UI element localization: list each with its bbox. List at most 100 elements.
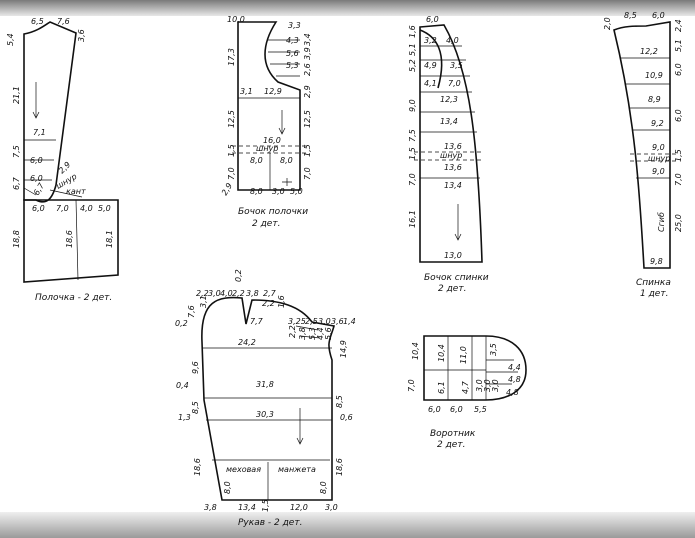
piece-spinka: 8,5 6,0 2,0 2,4 12,2 5,1 10,9 6,0 8,9 9,… (603, 11, 683, 299)
dim-v14: 6,0 (428, 405, 441, 414)
dim-s19: 13,4 (444, 181, 462, 190)
dim-v8: 4,4 (508, 363, 521, 372)
dim-r28: 31,8 (256, 380, 274, 389)
caption-vorotnik-1: Воротник (430, 429, 476, 439)
dim-k12: 9,0 (652, 143, 665, 152)
dim-r9: 3,1 (199, 295, 208, 308)
dim-b18: 8,0 (280, 156, 293, 165)
dim-b10: 3,1 (240, 87, 253, 96)
caption-bochok-spinki-2: 2 дет. (438, 284, 466, 294)
dim-b23: 8,0 (250, 187, 263, 196)
dim-b12: 2,9 (303, 85, 312, 98)
caption-bochok-polochki-2: 2 дет. (252, 219, 280, 229)
dim-k9: 8,9 (648, 95, 661, 104)
dim-k6: 5,1 (674, 39, 683, 52)
dim-v7: 3,0 (491, 379, 500, 392)
dim-r14: 3,25 (288, 317, 306, 326)
dim-r24: 24,2 (238, 338, 256, 347)
piece-rukav: 2,2 3,0 4,0 2,2 3,8 2,7 0,2 7,6 3,1 2,2 … (175, 269, 356, 528)
caption-bochok-polochki-1: Бочок полочки (238, 207, 308, 217)
dim-b5: 5,3 (286, 61, 299, 70)
dim-s7: 4,9 (424, 61, 437, 70)
dim-s2: 3,2 (424, 36, 437, 45)
dim-k2: 6,0 (652, 11, 665, 20)
dim-r6: 2,7 (263, 289, 277, 298)
dim-k8: 6,0 (674, 63, 683, 76)
caption-spinka-2: 1 дет. (640, 289, 668, 299)
dim-p13: 6,0 (32, 204, 45, 213)
dim-v3: 11,0 (459, 346, 468, 364)
caption-spinka-1: Спинка (636, 278, 671, 288)
dim-k1: 8,5 (624, 11, 637, 20)
dim-s11: 12,3 (440, 95, 458, 104)
dim-r10: 2,2 (262, 299, 275, 308)
dim-b15: 16,0 (263, 136, 281, 145)
dim-b2: 3,3 (288, 21, 301, 30)
dim-p1: 6,5 (31, 17, 44, 26)
dim-r35: 18,6 (335, 458, 344, 476)
dim-r32: 8,5 (335, 395, 344, 408)
dim-s18: 7,0 (408, 173, 417, 186)
dim-b3: 4,3 (286, 36, 299, 45)
dim-s16: 1,5 (408, 147, 417, 160)
dim-r33: 0,6 (340, 413, 353, 422)
dim-b1: 10,0 (227, 15, 245, 24)
dim-s4: 1,6 (408, 25, 417, 38)
dim-k13: 1,5 (674, 149, 683, 162)
dim-k14: 9,0 (652, 167, 665, 176)
dim-s8: 3,5 (450, 61, 463, 70)
dim-b22: 2,9 (220, 181, 234, 197)
label-seam: Сгиб (657, 212, 666, 232)
dim-s10: 7,0 (448, 79, 461, 88)
dim-r31: 30,3 (256, 410, 274, 419)
dim-r7: 0,2 (175, 319, 188, 328)
dim-r11: 1,6 (277, 295, 286, 308)
bottom-shadow-band (0, 512, 695, 538)
dim-k15: 7,0 (674, 173, 683, 186)
dim-v6: 3,0 (483, 379, 492, 392)
dim-r38: 3,8 (204, 503, 217, 512)
dim-v1: 10,4 (411, 342, 420, 360)
dim-b24: 3,0 (272, 187, 285, 196)
dim-v12: 6,1 (437, 381, 446, 394)
dim-p8: 6,0 (30, 156, 43, 165)
dim-b20: 7,0 (227, 167, 236, 180)
dim-k5: 12,2 (640, 47, 658, 56)
dim-b8: 3,9 (303, 47, 312, 60)
label-manzheta: манжета (278, 465, 316, 474)
dim-s17: 13,6 (444, 163, 462, 172)
dim-r8: 7,6 (187, 305, 196, 318)
dim-b11: 12,9 (264, 87, 282, 96)
dim-p7: 7,5 (12, 145, 21, 158)
dim-r37: 8,0 (319, 481, 328, 494)
dim-r18: 1,4 (343, 317, 356, 326)
dim-v11: 7,0 (407, 379, 416, 392)
dim-p11: 6,7 (12, 176, 21, 190)
dim-b9: 2,6 (303, 63, 312, 76)
dim-s21: 13,0 (444, 251, 462, 260)
dim-v10: 4,8 (506, 388, 519, 397)
dim-r27: 0,4 (176, 381, 189, 390)
dim-b25: 5,0 (290, 187, 303, 196)
dim-r40: 1,5 (261, 499, 270, 512)
dim-b7: 3,4 (303, 33, 312, 46)
dim-p5: 21,1 (12, 86, 21, 104)
dim-p19: 18,1 (105, 230, 114, 248)
dim-r3: 4,0 (220, 289, 233, 298)
dim-r41: 12,0 (290, 503, 308, 512)
dim-p6: 7,1 (33, 128, 46, 137)
dim-r13: 7,7 (250, 317, 264, 326)
label-shnur-side: шнур (256, 144, 278, 153)
dim-v13: 4,7 (461, 380, 470, 394)
top-shadow-band (0, 0, 695, 16)
dim-r2: 3,0 (208, 289, 221, 298)
dim-k10: 9,2 (651, 119, 664, 128)
dim-r36: 8,0 (223, 481, 232, 494)
dim-b19: 1,5 (303, 144, 312, 157)
dim-r17: 3,6 (331, 317, 344, 326)
dim-s15: 13,6 (444, 142, 462, 151)
label-shnur-back: шнур (648, 154, 670, 163)
dim-v5: 3,0 (475, 379, 484, 392)
